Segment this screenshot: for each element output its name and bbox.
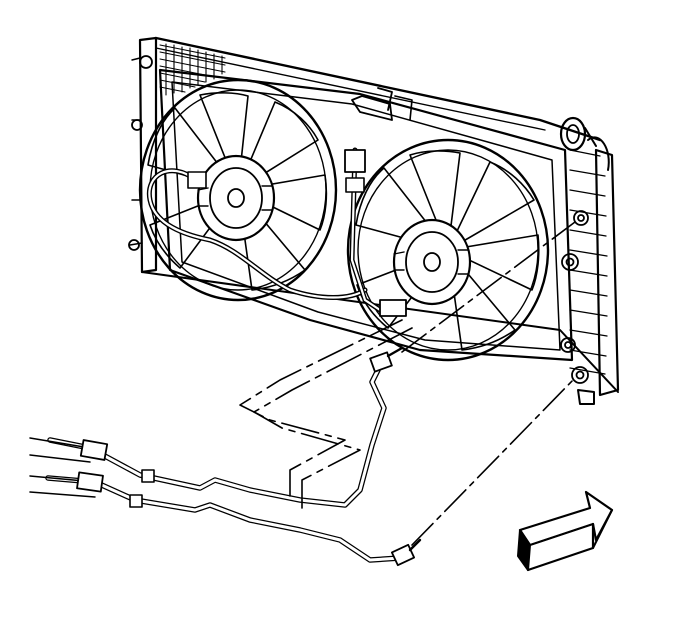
fan-shroud: [158, 68, 574, 362]
routing-guide-lines: [239, 221, 576, 546]
wiring-harness: [146, 147, 407, 317]
oil-cooler-lines: [29, 346, 422, 567]
radiator-core-mesh: [159, 43, 226, 96]
left-cooling-fan: [138, 78, 338, 302]
radiator-right-fins: [569, 149, 608, 375]
arrow-right-icon: [517, 490, 614, 572]
mounting-bolts: [560, 210, 589, 384]
radiator-assembly: [128, 36, 620, 405]
right-cooling-fan: [346, 138, 550, 362]
